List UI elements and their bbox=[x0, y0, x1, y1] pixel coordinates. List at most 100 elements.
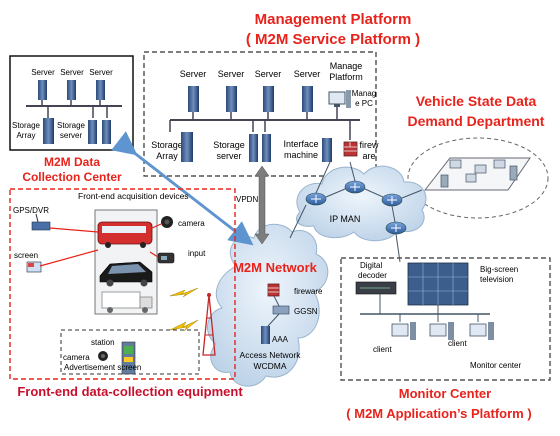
digital-decoder-label-1: Digital bbox=[360, 261, 382, 270]
ip-man-label: IP MAN bbox=[330, 214, 361, 224]
collection-center-title-2: Collection Center bbox=[22, 170, 122, 184]
antenna-tower-icon bbox=[202, 293, 216, 356]
car-icon bbox=[99, 261, 153, 287]
station-camera-icon bbox=[98, 351, 108, 361]
storage-server-icon bbox=[262, 134, 271, 162]
storage-array-label-2: Array bbox=[156, 151, 178, 161]
client-label: client bbox=[448, 339, 467, 348]
ggsn-label: GGSN bbox=[294, 307, 318, 316]
management-platform: Management Platform ( M2M Service Platfo… bbox=[143, 11, 420, 177]
data-collection-center: Server Server Server Storage Array Stora… bbox=[9, 55, 134, 184]
cc-server-label: Server bbox=[89, 68, 113, 77]
big-screen-tv-icon bbox=[407, 262, 469, 306]
department-office-icon bbox=[423, 157, 531, 191]
collection-center-title-1: M2M Data bbox=[44, 155, 100, 169]
gps-device-icon bbox=[31, 213, 51, 231]
interface-machine-label-2: machine bbox=[284, 150, 318, 160]
advertisement-screen-label: Advertisement screen bbox=[64, 363, 141, 372]
server-icon bbox=[188, 86, 199, 112]
front-end-title: Front-end data-collection equipment bbox=[17, 384, 243, 399]
cc-storage-server-label-2: server bbox=[60, 131, 83, 140]
server-icon bbox=[302, 86, 313, 112]
firewall-label-2: are bbox=[362, 151, 375, 161]
big-screen-label-1: Big-screen bbox=[480, 265, 518, 274]
manage-platform-label-1: Manage bbox=[330, 61, 363, 71]
monitor-center-box bbox=[340, 257, 551, 381]
storage-array-icon bbox=[43, 118, 54, 144]
server-icon bbox=[226, 86, 237, 112]
access-network-label-1: Access Network bbox=[240, 350, 302, 360]
management-subtitle: ( M2M Service Platform ) bbox=[246, 31, 420, 48]
client-computer-icon bbox=[469, 322, 494, 340]
front-end-devices-label: Front-end acquisition devices bbox=[78, 191, 189, 201]
vpdn-link: VPDN bbox=[236, 165, 270, 245]
interface-machine-label-1: Interface bbox=[283, 139, 318, 149]
monitor-center-subtitle: ( M2M Application’s Platform ) bbox=[346, 406, 531, 421]
storage-server-icon bbox=[88, 120, 97, 144]
manage-pc-label-1: Manag bbox=[352, 89, 376, 98]
firewall-icon bbox=[267, 283, 280, 297]
interface-machine-icon bbox=[322, 138, 332, 162]
m2m-network-label: M2M Network bbox=[233, 260, 318, 275]
manage-platform-label-2: Platform bbox=[329, 72, 363, 82]
server-label: Server bbox=[255, 69, 282, 79]
client-label: client bbox=[373, 345, 392, 354]
bus-icon bbox=[97, 221, 153, 248]
access-network-label-2: WCDMA bbox=[253, 361, 286, 371]
server-icon bbox=[96, 80, 105, 100]
server-icon bbox=[67, 80, 76, 100]
station-label: station bbox=[91, 338, 115, 347]
vehicle-dept-title-1: Vehicle State Data bbox=[416, 93, 537, 109]
router-icon bbox=[381, 193, 403, 207]
ggsn-icon bbox=[272, 305, 290, 315]
advertisement-screen-icon bbox=[121, 341, 136, 375]
server-icon bbox=[263, 86, 274, 112]
collection-link-arrow bbox=[111, 131, 254, 246]
vehicle-dept-title-2: Demand Department bbox=[408, 113, 545, 129]
storage-array-label-1: Storage bbox=[151, 140, 183, 150]
management-ipman-link bbox=[349, 161, 356, 182]
client-computer-icon bbox=[429, 322, 454, 340]
cc-storage-array-label-1: Storage bbox=[12, 121, 41, 130]
cc-storage-server-label-1: Storage bbox=[57, 121, 86, 130]
ipman-m2m-link bbox=[289, 204, 307, 239]
cc-server-label: Server bbox=[60, 68, 84, 77]
server-label: Server bbox=[180, 69, 207, 79]
firewall-icon bbox=[343, 141, 358, 157]
wireless-bolt-icon bbox=[169, 319, 199, 332]
vehicle-demand-department: Vehicle State Data Demand Department bbox=[407, 93, 549, 219]
router-icon bbox=[385, 221, 407, 235]
monitor-center: Digital decoder Big-screen television bbox=[340, 257, 551, 381]
management-storage-row: Storage Array Storage server Interface m… bbox=[151, 132, 379, 162]
manage-pc-icon bbox=[328, 90, 351, 108]
station-camera-label: camera bbox=[63, 353, 90, 362]
ipman-monitor-link bbox=[395, 233, 401, 263]
server-label: Server bbox=[294, 69, 321, 79]
screen-icon bbox=[26, 261, 42, 273]
ip-man-cloud: IP MAN bbox=[296, 165, 427, 242]
front-end-box bbox=[9, 188, 236, 380]
truck-icon bbox=[101, 291, 153, 313]
storage-server-label-1: Storage bbox=[213, 140, 245, 150]
fireware-label: fireware bbox=[294, 287, 323, 296]
monitor-center-title: Monitor Center bbox=[399, 386, 491, 401]
cc-server-label: Server bbox=[31, 68, 55, 77]
ipman-department-link bbox=[401, 189, 423, 199]
input-label: input bbox=[188, 249, 206, 258]
management-title: Management Platform bbox=[255, 11, 412, 28]
management-server-row: Server Server Server Server Manage Platf… bbox=[169, 61, 376, 140]
aaa-label: AAA bbox=[272, 335, 289, 344]
screen-label: screen bbox=[14, 251, 38, 260]
firewall-label-1: firew bbox=[359, 140, 379, 150]
management-ipman-link bbox=[315, 161, 331, 194]
camera-label: camera bbox=[178, 219, 205, 228]
server-icon bbox=[38, 80, 47, 100]
manage-pc-label-2: e PC bbox=[355, 99, 373, 108]
front-end-equipment: Front-end acquisition devices GPS/DVR sc… bbox=[9, 188, 236, 380]
gps-label: GPS/DVR bbox=[13, 206, 49, 215]
wireless-bolt-icon bbox=[169, 287, 199, 298]
router-icon bbox=[344, 180, 366, 194]
server-label: Server bbox=[218, 69, 245, 79]
router-icon bbox=[305, 192, 327, 206]
